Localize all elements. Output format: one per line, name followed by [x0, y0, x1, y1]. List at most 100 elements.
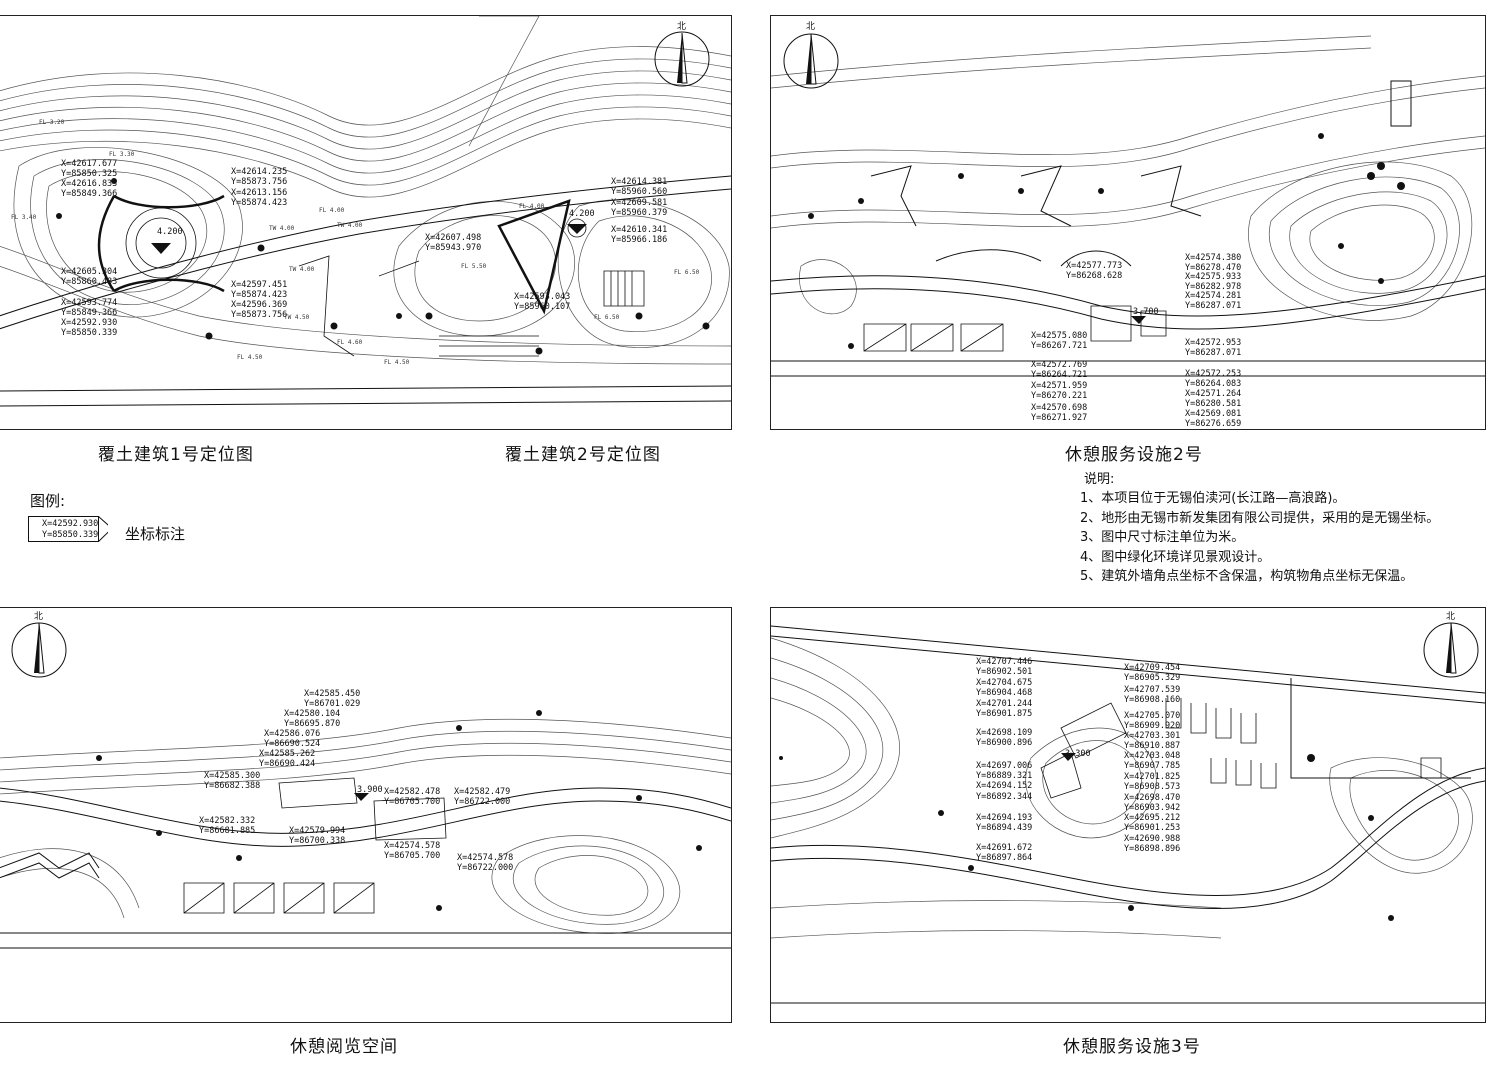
svg-text:X=42582.478: X=42582.478 — [384, 787, 440, 797]
svg-text:Y=86270.221: Y=86270.221 — [1031, 391, 1087, 401]
title-earth-building-1: 覆土建筑1号定位图 — [98, 445, 254, 465]
svg-text:Y=85960.560: Y=85960.560 — [611, 187, 667, 197]
svg-text:X=42586.076: X=42586.076 — [264, 729, 320, 739]
svg-text:X=42605.304: X=42605.304 — [61, 267, 117, 277]
site-plan-drawing-1: 北 4.200 4.200 X=42617.677 Y=85850.325 X=… — [0, 16, 731, 407]
svg-text:Y=86910.887: Y=86910.887 — [1124, 741, 1180, 751]
svg-text:X=42707.446: X=42707.446 — [976, 657, 1032, 667]
site-plan-panel-3: 北 3.900 X=42585.450 Y=86701.029 X=42580.… — [0, 607, 732, 1023]
svg-text:4.200: 4.200 — [569, 209, 595, 219]
svg-text:FL 4.60: FL 4.60 — [337, 339, 363, 346]
svg-text:Y=86901.875: Y=86901.875 — [976, 709, 1032, 719]
svg-text:X=42585.450: X=42585.450 — [304, 689, 360, 699]
svg-text:X=42579.994: X=42579.994 — [289, 826, 345, 836]
svg-text:Y=85850.339: Y=85850.339 — [42, 530, 98, 540]
svg-text:Y=86898.896: Y=86898.896 — [1124, 844, 1180, 854]
svg-text:X=42701.244: X=42701.244 — [976, 699, 1032, 709]
svg-text:Y=85874.423: Y=85874.423 — [231, 198, 287, 208]
svg-text:X=42691.672: X=42691.672 — [976, 843, 1032, 853]
svg-text:北: 北 — [34, 611, 43, 622]
svg-text:FL 5.50: FL 5.50 — [461, 263, 487, 270]
svg-text:X=42709.454: X=42709.454 — [1124, 663, 1180, 673]
svg-text:X=42703.301: X=42703.301 — [1124, 731, 1180, 741]
svg-text:Y=86264.721: Y=86264.721 — [1031, 370, 1087, 380]
title-earth-building-2: 覆土建筑2号定位图 — [505, 445, 661, 465]
coordinate-labels: X=42707.446 Y=86902.501 X=42704.675 Y=86… — [976, 657, 1180, 863]
svg-text:X=42616.833: X=42616.833 — [61, 179, 117, 189]
coordinate-labels: X=42585.450 Y=86701.029 X=42580.104 Y=86… — [199, 689, 513, 873]
svg-text:北: 北 — [1446, 611, 1455, 622]
svg-text:FL 6.50: FL 6.50 — [674, 269, 700, 276]
svg-text:Y=86267.721: Y=86267.721 — [1031, 341, 1087, 351]
svg-text:Y=86908.573: Y=86908.573 — [1124, 782, 1180, 792]
elevation-labels: FL 3.20 FL 3.30 FL 3.40 TW 4.00 TW 4.00 … — [11, 119, 700, 366]
svg-text:X=42585.262: X=42585.262 — [259, 749, 315, 759]
svg-text:X=42614.235: X=42614.235 — [231, 167, 287, 177]
svg-text:Y=86897.864: Y=86897.864 — [976, 853, 1032, 863]
legend-coordinate-sample: X=42592.930 Y=85850.339 — [28, 516, 108, 542]
svg-text:X=42596.369: X=42596.369 — [231, 300, 287, 310]
svg-text:TW 4.00: TW 4.00 — [337, 222, 363, 229]
svg-text:FL 4.00: FL 4.00 — [519, 203, 545, 210]
svg-text:X=42703.048: X=42703.048 — [1124, 751, 1180, 761]
svg-text:Y=85849.366: Y=85849.366 — [61, 189, 117, 199]
site-plan-drawing-4: 北 3.300 X=42707.446 Y=86902.501 X=42704.… — [771, 611, 1485, 1004]
svg-text:X=42707.539: X=42707.539 — [1124, 685, 1180, 695]
svg-text:X=42572.953: X=42572.953 — [1185, 338, 1241, 348]
svg-text:FL 3.20: FL 3.20 — [39, 119, 65, 126]
site-plan-drawing-2: 北 3.700 X=42577.773 Y=86268.628 X=42574.… — [771, 21, 1485, 429]
svg-text:Y=86904.468: Y=86904.468 — [976, 688, 1032, 698]
site-plan-panel-1: 北 4.200 4.200 X=42617.677 Y=85850.325 X=… — [0, 15, 732, 430]
svg-text:X=42593.774: X=42593.774 — [61, 298, 117, 308]
svg-text:北: 北 — [806, 21, 815, 32]
svg-text:X=42580.104: X=42580.104 — [284, 709, 340, 719]
svg-text:X=42701.825: X=42701.825 — [1124, 772, 1180, 782]
svg-text:Y=86271.927: Y=86271.927 — [1031, 413, 1087, 423]
note-item: 4、图中绿化环境详见景观设计。 — [1080, 549, 1271, 565]
svg-text:X=42697.006: X=42697.006 — [976, 761, 1032, 771]
note-item: 2、地形由无锡市新发集团有限公司提供，采用的是无锡坐标。 — [1080, 510, 1440, 526]
svg-text:Y=86902.501: Y=86902.501 — [976, 667, 1032, 677]
svg-text:4.200: 4.200 — [157, 227, 183, 237]
svg-text:X=42569.081: X=42569.081 — [1185, 409, 1241, 419]
level-mark: 3.300 — [1065, 749, 1091, 759]
svg-text:FL 4.50: FL 4.50 — [384, 359, 410, 366]
svg-text:Y=85966.186: Y=85966.186 — [611, 235, 667, 245]
svg-text:Y=86278.470: Y=86278.470 — [1185, 263, 1241, 273]
site-plan-panel-2: 北 3.700 X=42577.773 Y=86268.628 X=42574.… — [770, 15, 1486, 430]
svg-text:Y=86682.388: Y=86682.388 — [204, 781, 260, 791]
svg-text:Y=85873.756: Y=85873.756 — [231, 177, 287, 187]
svg-text:X=42574.578: X=42574.578 — [384, 841, 440, 851]
svg-text:X=42574.578: X=42574.578 — [457, 853, 513, 863]
legend-label: 坐标标注 — [125, 525, 186, 543]
svg-text:Y=86908.160: Y=86908.160 — [1124, 695, 1180, 705]
svg-text:FL 3.30: FL 3.30 — [109, 151, 135, 158]
svg-text:Y=85874.423: Y=85874.423 — [231, 290, 287, 300]
svg-text:FL 4.00: FL 4.00 — [319, 207, 345, 214]
svg-text:Y=86681.885: Y=86681.885 — [199, 826, 255, 836]
note-item: 5、建筑外墙角点坐标不含保温，构筑物角点坐标无保温。 — [1080, 569, 1414, 585]
svg-text:TW 4.50: TW 4.50 — [284, 314, 310, 321]
svg-text:X=42574.380: X=42574.380 — [1185, 253, 1241, 263]
svg-text:X=42698.470: X=42698.470 — [1124, 793, 1180, 803]
svg-text:Y=86889.321: Y=86889.321 — [976, 771, 1032, 781]
svg-text:X=42694.152: X=42694.152 — [976, 781, 1032, 791]
level-mark: 3.700 — [1133, 307, 1159, 317]
svg-text:X=42695.212: X=42695.212 — [1124, 813, 1180, 823]
svg-text:X=42614.381: X=42614.381 — [611, 177, 667, 187]
svg-text:Y=86894.439: Y=86894.439 — [976, 823, 1032, 833]
svg-text:X=42582.479: X=42582.479 — [454, 787, 510, 797]
svg-text:Y=86280.581: Y=86280.581 — [1185, 399, 1241, 409]
svg-text:Y=85850.339: Y=85850.339 — [61, 328, 117, 338]
svg-text:X=42607.498: X=42607.498 — [425, 233, 481, 243]
svg-text:X=42574.281: X=42574.281 — [1185, 291, 1241, 301]
svg-text:Y=85960.379: Y=85960.379 — [611, 208, 667, 218]
level-marks: 4.200 4.200 — [157, 209, 595, 237]
svg-text:X=42585.300: X=42585.300 — [204, 771, 260, 781]
svg-text:Y=86287.071: Y=86287.071 — [1185, 348, 1241, 358]
svg-text:X=42704.675: X=42704.675 — [976, 678, 1032, 688]
title-service-facility-3: 休憩服务设施3号 — [1063, 1037, 1201, 1057]
notes-heading: 说明: — [1084, 472, 1115, 487]
svg-text:X=42609.581: X=42609.581 — [611, 198, 667, 208]
svg-text:X=42593.043: X=42593.043 — [514, 292, 570, 302]
